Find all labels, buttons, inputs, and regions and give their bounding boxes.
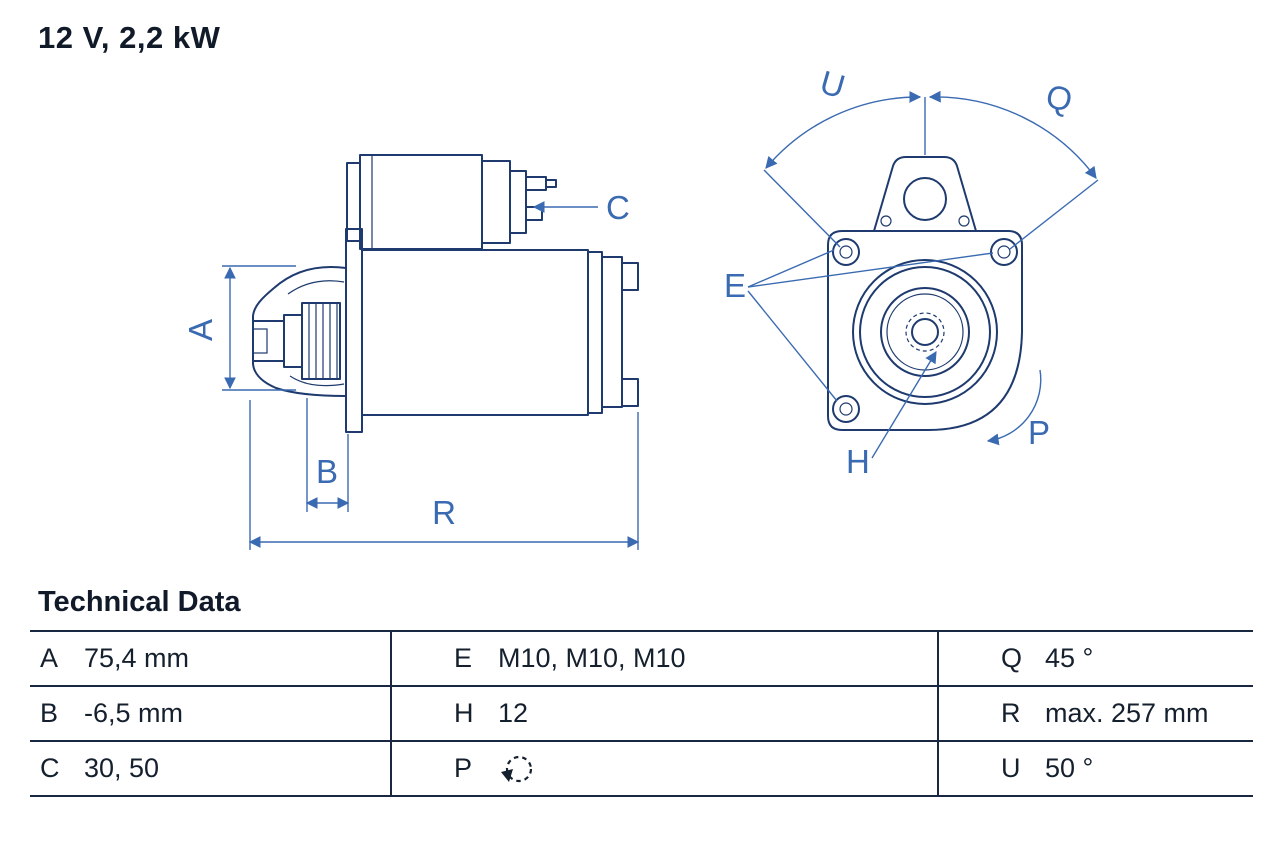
technical-data-table: A 75,4 mm E M10, M10, M10 Q 45 ° B -6,5 … [30, 630, 1253, 797]
table-cell-group: Q 45 ° [937, 632, 1253, 685]
table-cell-group: H 12 [390, 687, 937, 740]
dim-key: E [454, 643, 473, 673]
dim-value: 75,4 mm [84, 643, 190, 673]
dim-key: C [40, 753, 60, 783]
table-cell-group: A 75,4 mm [30, 632, 390, 685]
dim-label-b: B [316, 453, 338, 490]
technical-data-heading: Technical Data [38, 586, 241, 618]
table-row: C 30, 50 P U 50 ° [30, 742, 1253, 797]
drive-end [252, 266, 347, 397]
dim-key: Q [1001, 643, 1023, 673]
dim-key: A [40, 643, 59, 673]
technical-data-section: Technical Data A 75,4 mm E M10, M10, M10… [30, 586, 1253, 797]
dim-value: M10, M10, M10 [498, 643, 686, 673]
table-cell-group: R max. 257 mm [937, 687, 1253, 740]
table-row: A 75,4 mm E M10, M10, M10 Q 45 ° [30, 632, 1253, 687]
technical-drawing: A B R C [182, 63, 1099, 550]
side-view-dimensions: A B R C [182, 189, 640, 550]
motor-body [345, 228, 639, 433]
front-view-dimensions: U Q E H P [724, 63, 1099, 480]
dim-key: H [454, 698, 474, 728]
dim-value: -6,5 mm [84, 698, 184, 728]
top-ear [873, 156, 977, 232]
dim-label-p: P [1028, 414, 1050, 451]
table-cell-group: U 50 ° [937, 742, 1253, 795]
dim-value: 12 [498, 698, 529, 728]
dim-key: P [454, 753, 473, 783]
dim-value: 30, 50 [84, 753, 160, 783]
dim-label-e: E [724, 267, 746, 304]
table-cell-group: E M10, M10, M10 [390, 632, 937, 685]
side-view: A B R C [182, 154, 640, 550]
dim-key: U [1001, 753, 1021, 783]
dim-value: max. 257 mm [1045, 698, 1209, 728]
front-view: U Q E H P [724, 63, 1099, 480]
dim-value: 50 ° [1045, 753, 1094, 783]
dim-key: B [40, 698, 59, 728]
solenoid [346, 154, 557, 250]
dim-value [496, 751, 536, 787]
dim-label-c: C [606, 189, 630, 226]
dim-label-r: R [432, 494, 456, 531]
dim-key: R [1001, 698, 1021, 728]
dim-label-u: U [816, 63, 849, 105]
dim-value: 45 ° [1045, 643, 1094, 673]
dim-label-h: H [846, 443, 870, 480]
table-cell-group: P [390, 742, 937, 795]
table-cell-group: B -6,5 mm [30, 687, 390, 740]
dim-label-q: Q [1042, 77, 1076, 119]
rotation-ccw-icon [501, 755, 533, 782]
page-title: 12 V, 2,2 kW [38, 20, 221, 55]
table-cell-group: C 30, 50 [30, 742, 390, 795]
dim-label-a: A [182, 319, 219, 341]
bearing-circles [852, 259, 998, 405]
table-row: B -6,5 mm H 12 R max. 257 mm [30, 687, 1253, 742]
